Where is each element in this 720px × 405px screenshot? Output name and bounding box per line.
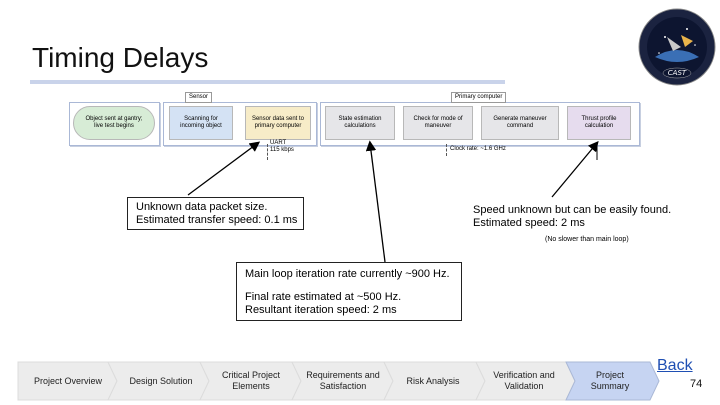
uart-marker-line — [267, 144, 269, 160]
callout-speed-unknown: Speed unknown but can be easily found. E… — [467, 201, 677, 235]
clock-rate-label: Clock rate: ~1.6 GHz — [450, 146, 506, 152]
nav-design-solution[interactable]: Design Solution — [129, 375, 193, 386]
nav-risk-analysis[interactable]: Risk Analysis — [406, 375, 460, 386]
page-number: 74 — [690, 378, 703, 390]
arrow-to-thrust-profile — [551, 141, 599, 198]
page-title: Timing Delays — [32, 42, 209, 73]
speed-note: (No slower than main loop) — [545, 236, 629, 243]
cast-logo-icon: CAST — [638, 8, 716, 86]
sensor-group-label: Sensor — [185, 92, 213, 103]
arrow-to-sensor-data — [187, 141, 261, 196]
nav-project-overview[interactable]: Project Overview — [33, 375, 103, 386]
callout-main-loop: Main loop iteration rate currently ~900 … — [236, 262, 462, 321]
callout-packet-size: Unknown data packet size. Estimated tran… — [127, 197, 304, 230]
clock-marker-line — [446, 144, 448, 156]
svg-text:CAST: CAST — [668, 69, 687, 77]
arrow-to-state-estimation — [365, 140, 386, 263]
node-object-sent: Object sent at gantry;live test begins — [73, 106, 155, 140]
title-underline — [30, 80, 505, 84]
primary-computer-group-label: Primary computer — [451, 92, 507, 103]
back-link[interactable]: Back — [657, 357, 693, 374]
